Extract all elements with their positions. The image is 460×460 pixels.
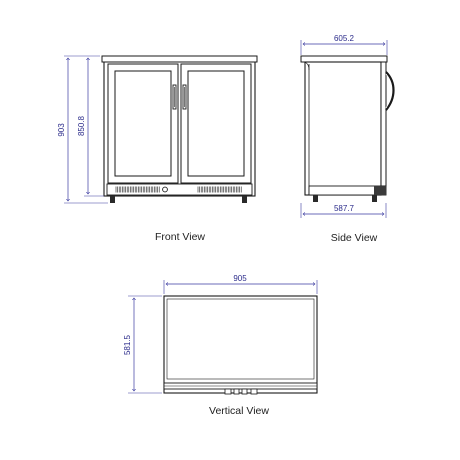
front-left-door bbox=[107, 63, 179, 184]
top-dim-width: 905 bbox=[163, 274, 318, 294]
front-left-foot bbox=[110, 196, 115, 203]
front-dim-total-height: 903 bbox=[57, 55, 108, 204]
front-dim-body-height-label: 850.8 bbox=[77, 115, 86, 136]
side-view: 605.2 587.7 Side View bbox=[300, 34, 395, 244]
side-base-block bbox=[374, 186, 386, 195]
front-right-foot bbox=[242, 196, 247, 203]
front-view-caption: Front View bbox=[155, 231, 205, 243]
vertical-view: 905 581.5 Vertical View bbox=[123, 274, 318, 417]
side-view-caption: Side View bbox=[331, 232, 378, 244]
side-rear-corner bbox=[304, 61, 310, 71]
top-dim-width-label: 905 bbox=[233, 274, 247, 283]
vertical-view-caption: Vertical View bbox=[209, 405, 269, 417]
front-dim-total-height-label: 903 bbox=[57, 123, 66, 137]
front-cabinet-body bbox=[103, 57, 256, 197]
top-dim-depth-label: 581.5 bbox=[123, 334, 132, 355]
side-door-frame bbox=[380, 61, 387, 187]
side-cabinet-body bbox=[304, 61, 382, 196]
top-panel-outline bbox=[163, 295, 318, 394]
front-right-door bbox=[180, 63, 252, 184]
top-dim-depth: 581.5 bbox=[123, 295, 162, 394]
front-right-glass bbox=[187, 70, 245, 177]
side-dim-bottom-depth-label: 587.7 bbox=[334, 204, 355, 213]
side-front-foot bbox=[372, 195, 377, 202]
front-lock-icon bbox=[162, 186, 168, 193]
front-dim-body-height: 850.8 bbox=[77, 58, 104, 197]
top-handles bbox=[224, 388, 258, 395]
front-left-glass bbox=[114, 70, 172, 177]
front-vent-grille-right bbox=[197, 186, 242, 193]
side-top-panel bbox=[300, 55, 388, 63]
front-vent-base bbox=[106, 183, 253, 196]
side-dim-top-depth-label: 605.2 bbox=[334, 34, 355, 43]
side-handle bbox=[385, 71, 395, 111]
side-rear-foot bbox=[313, 195, 318, 202]
front-right-handle bbox=[182, 84, 187, 110]
side-dim-top-depth: 605.2 bbox=[300, 34, 388, 55]
front-top-panel bbox=[101, 55, 258, 63]
side-dim-bottom-depth: 587.7 bbox=[300, 203, 387, 218]
front-left-handle bbox=[172, 84, 177, 110]
top-panel-inner bbox=[166, 298, 315, 380]
front-view: 903 850.8 Front View bbox=[57, 55, 258, 243]
front-vent-grille-left bbox=[115, 186, 160, 193]
